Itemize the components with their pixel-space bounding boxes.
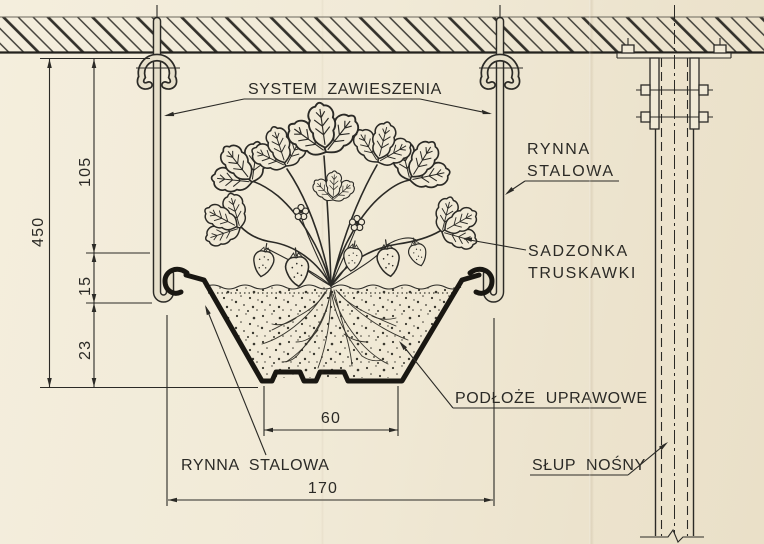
plant-roots [261,287,409,369]
bolt [698,84,709,96]
bolt [698,111,709,123]
support-column [616,5,732,543]
label-steel-gutter-lower: RYNNA STALOWA [181,305,330,474]
ceiling-structure [0,16,764,54]
dim-value-170: 170 [308,480,338,497]
bolt [640,84,651,96]
label-text: RYNNA STALOWA [181,457,330,474]
ceiling-hatch [0,17,764,53]
annotations: SYSTEM ZAWIESZENIA RYNNA STALOWA SADZONK… [164,81,668,476]
label-support-column: SŁUP NOŚNY [530,442,668,476]
label-growing-substrate: PODŁOŻE UPRAWOWE [399,341,648,409]
label-text: RYNNA [527,141,591,158]
bolt [640,111,651,123]
dim-value-15: 15 [77,276,94,296]
dimension-lines: 450 105 15 23 60 [30,57,495,506]
strawberry-plant [190,97,493,369]
dim-value-105: 105 [77,157,94,187]
dim-value-23: 23 [77,340,94,360]
label-text: PODŁOŻE UPRAWOWE [455,388,648,407]
bracket-leg-left [649,57,660,130]
anchor-bolt [621,44,635,54]
gutter-profile [162,266,495,384]
label-strawberry-seedling: SADZONKA TRUSKAWKI [462,237,637,282]
label-text: SYSTEM ZAWIESZENIA [248,81,442,98]
label-steel-gutter-upper: RYNNA STALOWA [505,141,619,195]
plant-leaves [190,97,493,264]
anchor-bolt [713,44,727,54]
dim-value-60: 60 [321,410,341,427]
break-symbol [640,528,704,543]
dim-chain: 105 15 23 [77,59,97,387]
dim-450: 450 [30,59,52,387]
label-text: TRUSKAWKI [528,265,637,282]
bracket-leg-right [689,57,700,130]
dim-value-450: 450 [30,217,47,247]
dim-170: 170 [166,315,495,506]
label-text: SŁUP NOŚNY [532,455,646,474]
label-text: SADZONKA [528,243,629,260]
dim-60: 60 [263,386,399,436]
label-text: STALOWA [527,163,615,180]
substrate [204,284,462,378]
label-suspension-system: SYSTEM ZAWIESZENIA [164,81,492,117]
